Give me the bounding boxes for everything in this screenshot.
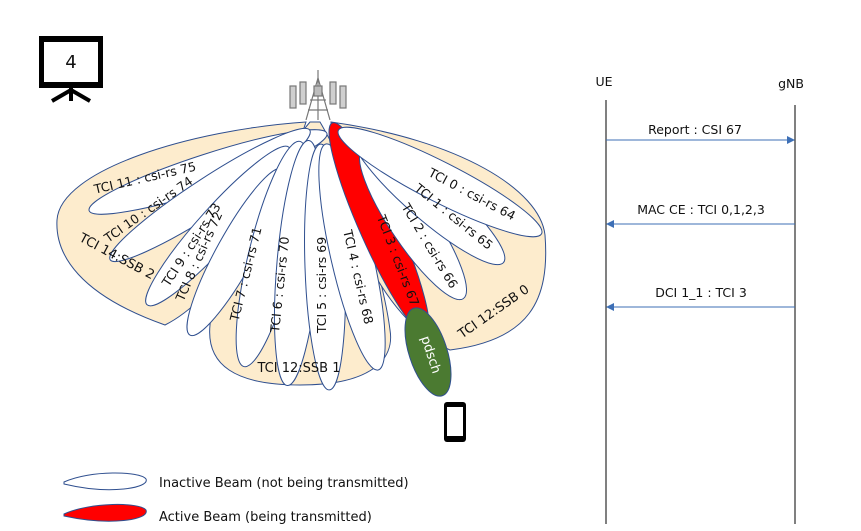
legend-active-beam-swatch bbox=[63, 503, 147, 522]
legend-inactive-label: Inactive Beam (not being transmitted) bbox=[159, 476, 409, 491]
legend-inactive-beam-swatch bbox=[63, 472, 147, 491]
gnb-entity-label: gNB bbox=[778, 76, 804, 91]
sequence-diagram: UE gNB Report : CSI 67 MAC CE : TCI 0,1,… bbox=[595, 74, 804, 524]
message-csi-report-label: Report : CSI 67 bbox=[648, 122, 742, 137]
ue-entity-label: UE bbox=[595, 74, 612, 89]
legend: Inactive Beam (not being transmitted) Ac… bbox=[63, 472, 409, 525]
legend-active-label: Active Beam (being transmitted) bbox=[159, 510, 372, 525]
message-dci-label: DCI 1_1 : TCI 3 bbox=[655, 285, 747, 300]
beam-label: TCI 5 : csi-rs 69 bbox=[314, 237, 329, 334]
presentation-board-icon: 4 bbox=[39, 36, 103, 103]
ssb-group-1-label: TCI 12:SSB 1 bbox=[257, 361, 341, 376]
smartphone-icon bbox=[444, 402, 466, 442]
cell-tower-icon bbox=[289, 70, 347, 121]
pdsch-lobe bbox=[404, 307, 452, 397]
slide-number: 4 bbox=[65, 52, 76, 73]
message-mac-ce-label: MAC CE : TCI 0,1,2,3 bbox=[637, 202, 765, 217]
inactive-beam bbox=[337, 126, 543, 238]
